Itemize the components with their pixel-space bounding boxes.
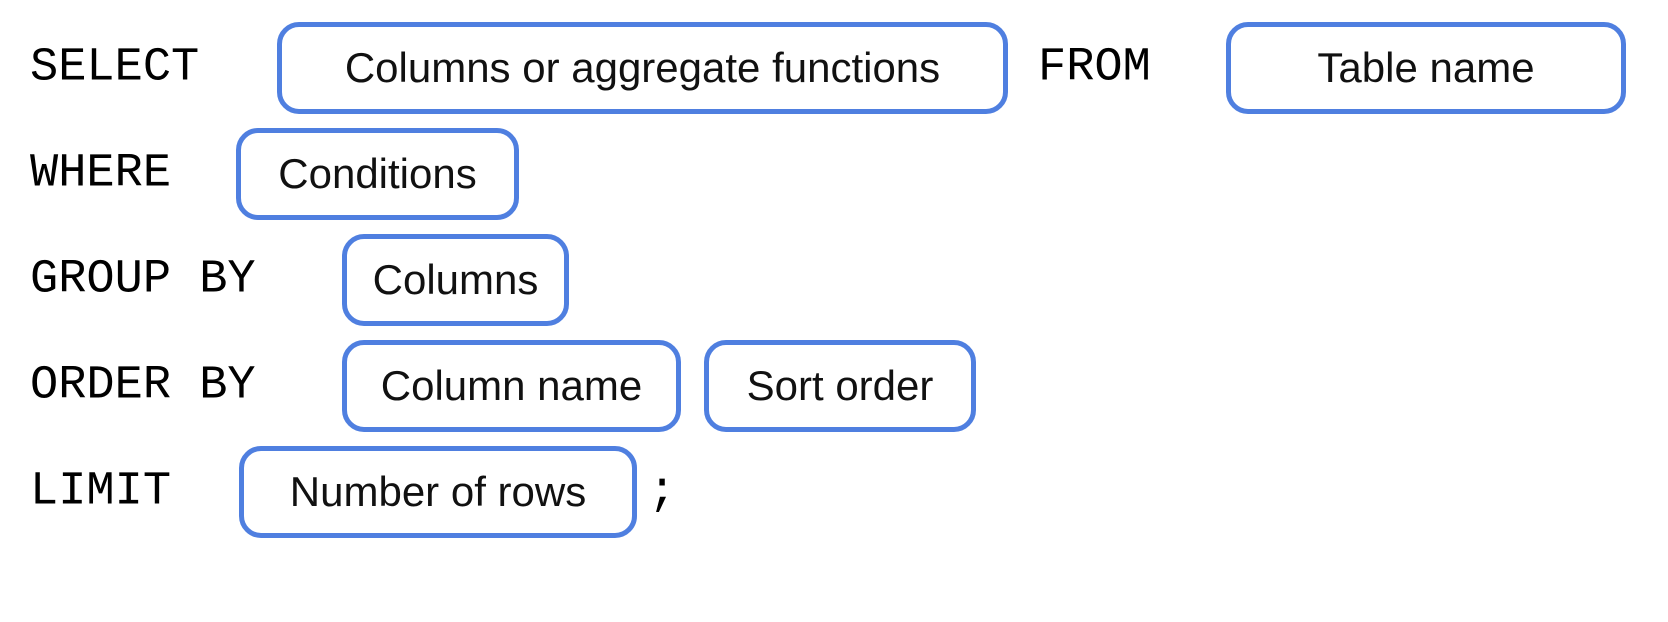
slot-order-by-column-name[interactable]: Column name — [342, 340, 681, 432]
slot-table-name-label: Table name — [1317, 44, 1535, 91]
keyword-order-by: ORDER BY — [30, 359, 256, 413]
clause-row-where: WHERE Conditions — [0, 121, 1668, 227]
slot-select-columns[interactable]: Columns or aggregate functions — [277, 22, 1008, 114]
slot-conditions[interactable]: Conditions — [236, 128, 519, 220]
keyword-limit: LIMIT — [30, 465, 172, 519]
clause-row-group-by: GROUP BY Columns — [0, 227, 1668, 333]
clause-row-select: SELECT Columns or aggregate functions FR… — [0, 15, 1668, 121]
slot-number-of-rows[interactable]: Number of rows — [239, 446, 637, 538]
clause-row-order-by: ORDER BY Column name Sort order — [0, 333, 1668, 439]
clause-row-limit: LIMIT Number of rows ; — [0, 439, 1668, 545]
slot-table-name[interactable]: Table name — [1226, 22, 1626, 114]
slot-sort-order[interactable]: Sort order — [704, 340, 976, 432]
slot-order-by-column-name-label: Column name — [380, 362, 643, 409]
slot-select-columns-label: Columns or aggregate functions — [344, 44, 941, 91]
keyword-where: WHERE — [30, 147, 172, 201]
slot-sort-order-label: Sort order — [746, 362, 934, 409]
statement-terminator-semicolon: ; — [648, 465, 677, 519]
slot-group-by-columns-label: Columns — [372, 256, 539, 303]
keyword-select: SELECT — [30, 41, 200, 95]
keyword-from: FROM — [1038, 41, 1151, 95]
slot-conditions-label: Conditions — [278, 150, 477, 197]
slot-group-by-columns[interactable]: Columns — [342, 234, 569, 326]
slot-number-of-rows-label: Number of rows — [289, 468, 587, 515]
keyword-group-by: GROUP BY — [30, 253, 256, 307]
